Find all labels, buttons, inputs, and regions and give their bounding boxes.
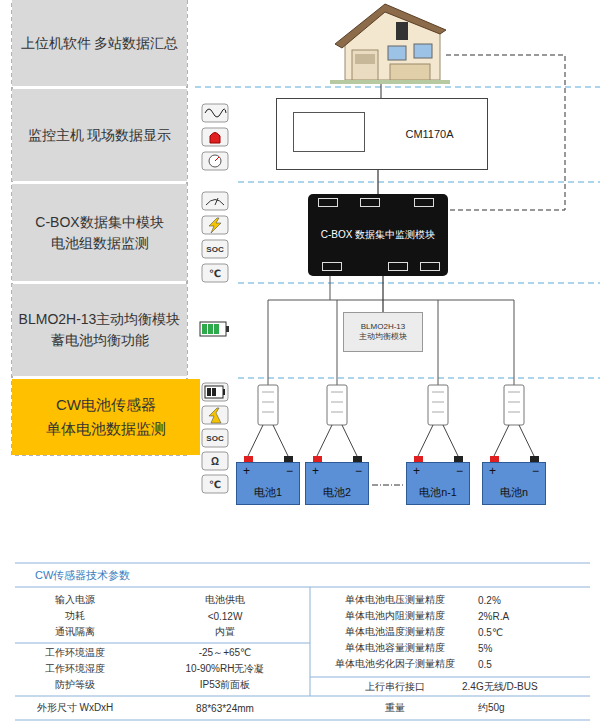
icon-label: ℃	[209, 479, 221, 490]
connector	[377, 170, 378, 194]
table-cell: 防护等级	[55, 678, 95, 692]
sensor-details	[262, 392, 520, 412]
connector-port	[388, 262, 408, 271]
connector-port	[420, 262, 440, 271]
terminal-sign: −	[532, 464, 539, 478]
data-module: C-BOX 数据集中监测模块	[308, 194, 448, 276]
table-cell: IP53前面板	[200, 678, 251, 692]
terminal-sign: −	[286, 464, 293, 478]
table-cell: 通讯隔离	[55, 625, 95, 639]
table-title: CW传感器技术参数	[35, 568, 130, 583]
battery: + − 电池2	[305, 462, 369, 505]
table-cell: 输入电源	[55, 593, 95, 607]
screen	[293, 112, 365, 152]
battery-label: 电池n-1	[407, 486, 469, 500]
table-cell: 上行串行接口	[365, 680, 425, 694]
table-cell: 0.5℃	[478, 627, 503, 638]
terminal-sign: −	[456, 464, 463, 478]
connector-port	[322, 262, 342, 271]
table-cell: 单体电池温度测量精度	[345, 625, 445, 639]
table-cell: 0.5	[478, 659, 492, 670]
table-cell: 内置	[215, 625, 235, 639]
connector-port	[414, 198, 434, 207]
house-link	[381, 84, 382, 98]
node-text: CW电池传感器 单体电池数据监测	[16, 393, 196, 441]
table-cell: 2.4G无线/D-BUS	[462, 680, 538, 694]
cw-sensors	[258, 385, 524, 425]
battery: + − 电池n	[482, 462, 546, 505]
terminal-sign: −	[355, 464, 362, 478]
table-cell: 约50g	[478, 701, 505, 715]
table-cell: 88*63*24mm	[196, 703, 254, 714]
table-cell: 外形尺寸 WxDxH	[37, 701, 114, 715]
node-text: BLMO2H-13 主动均衡模块	[347, 322, 419, 343]
node-text: C-BOX 数据集中监测模块	[321, 228, 435, 242]
highlight-label: CW电池传感器 单体电池数据监测	[12, 379, 200, 455]
connector-port	[360, 198, 380, 207]
ellipsis-line	[372, 485, 404, 486]
icon-column	[200, 104, 229, 493]
node-text: 上位机软件 多站数据汇总	[21, 33, 179, 54]
table-cell: 单体电池内阻测量精度	[345, 609, 445, 623]
table-cell: 单体电池电压测量精度	[345, 593, 445, 607]
terminal-sign: +	[243, 464, 250, 478]
icon-label: SOC	[206, 434, 223, 443]
table-cell: 5%	[478, 643, 492, 654]
layer-label: 上位机软件 多站数据汇总	[12, 0, 187, 86]
table-cell: 电池供电	[205, 593, 245, 607]
table-cell: -25～+65℃	[199, 646, 252, 660]
terminal-sign: +	[489, 464, 496, 478]
layer-label: 监控主机 现场数据显示	[12, 89, 187, 181]
battery-label: 电池1	[237, 486, 299, 500]
layer-label: C-BOX数据集中模块 电池组数据监测	[12, 184, 187, 281]
battery-label: 电池n	[483, 486, 545, 500]
table-cell: 2%R.A	[478, 611, 509, 622]
battery-label: 电池2	[306, 486, 368, 500]
table-cell: 功耗	[65, 609, 85, 623]
table-lines	[15, 563, 590, 720]
table-cell: 单体电池劣化因子测量精度	[335, 657, 455, 671]
table-cell: 工作环境湿度	[45, 662, 105, 676]
table-cell: 单体电池容量测量精度	[345, 641, 445, 655]
terminal-sign: +	[312, 464, 319, 478]
node-text: C-BOX数据集中模块 电池组数据监测	[16, 212, 183, 254]
table-cell: <0.12W	[208, 611, 243, 622]
icon-label: Ω	[211, 456, 219, 467]
balance-module: BLMO2H-13 主动均衡模块	[343, 312, 423, 352]
icon-label: ℃	[209, 268, 221, 279]
icon-label: SOC	[206, 245, 223, 254]
node-text: 监控主机 现场数据显示	[28, 125, 172, 146]
node-text: CM1170A	[405, 128, 453, 140]
sensor-bus	[268, 276, 514, 385]
layer-label: BLMO2H-13主动均衡模块 蓄电池均衡功能	[12, 284, 187, 376]
battery-wires	[248, 425, 534, 456]
separator-lines	[195, 87, 600, 378]
battery: + − 电池1	[236, 462, 300, 505]
table-cell: 0.2%	[478, 595, 501, 606]
house-illustration	[330, 4, 450, 84]
table-cell: 10-90%RH无冷凝	[186, 662, 265, 676]
connector	[382, 276, 383, 312]
node-text: BLMO2H-13主动均衡模块 蓄电池均衡功能	[16, 309, 183, 351]
connector-port	[318, 198, 338, 207]
table-cell: 重量	[385, 701, 405, 715]
table-cell: 工作环境温度	[45, 646, 105, 660]
battery: + − 电池n-1	[406, 462, 470, 505]
monitor-host: CM1170A	[276, 98, 488, 170]
terminal-sign: +	[413, 464, 420, 478]
